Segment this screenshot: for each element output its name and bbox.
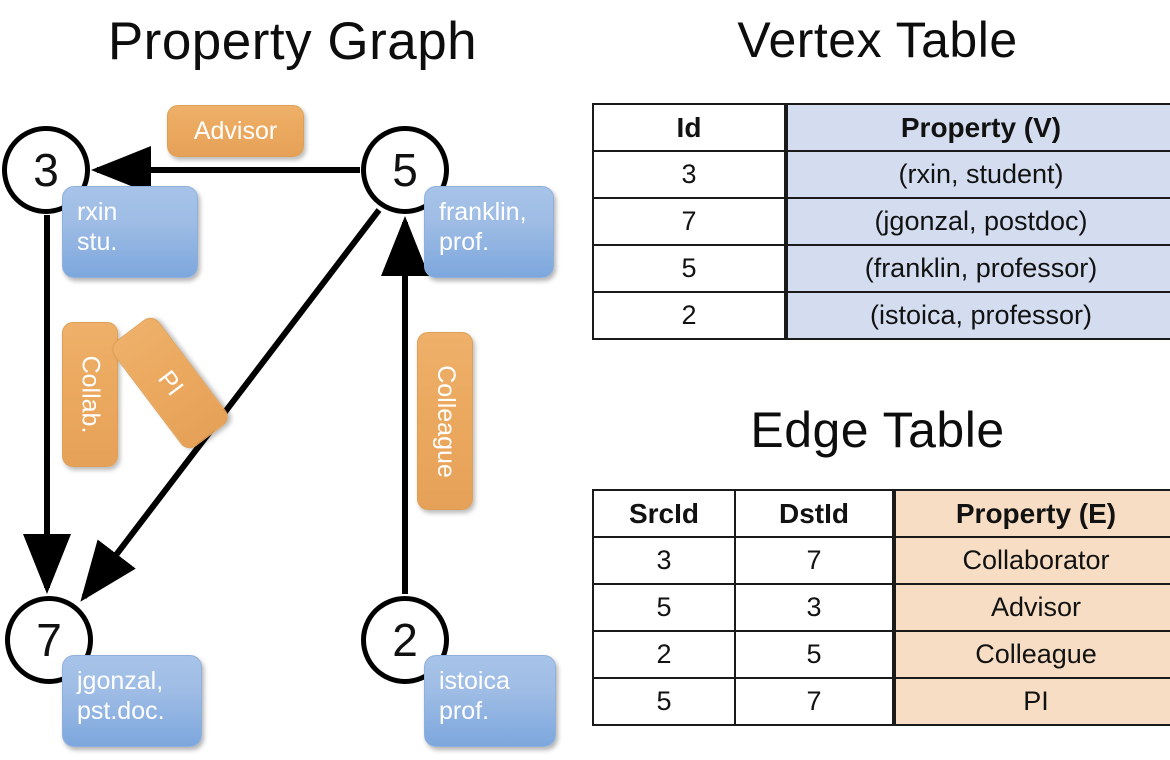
table-row: 7 (jgonzal, postdoc) xyxy=(592,197,1170,246)
node-2-property-box: istoica prof. xyxy=(424,655,556,747)
edge-label-advisor: Advisor xyxy=(167,105,304,157)
edge-table-header-dstid: DstId xyxy=(734,489,895,538)
node-2-id: 2 xyxy=(392,614,418,666)
node-2-property-line1: istoica xyxy=(439,667,510,695)
edge-cell-property: Collaborator xyxy=(892,536,1170,585)
edge-cell-property: Advisor xyxy=(892,583,1170,632)
vertex-cell-id: 7 xyxy=(592,197,787,246)
edge-line-5-to-7 xyxy=(80,208,382,602)
table-row: 2 5 Colleague xyxy=(592,630,1170,679)
node-7-property-line1: jgonzal, xyxy=(77,667,164,695)
node-3-property-line2: stu. xyxy=(77,228,118,256)
node-3-property-line1: rxin xyxy=(77,198,118,226)
edge-label-colleague-text: Colleague xyxy=(431,364,460,478)
vertex-cell-id: 2 xyxy=(592,291,787,340)
edge-cell-dstid: 7 xyxy=(734,536,895,585)
edge-cell-srcid: 5 xyxy=(592,583,736,632)
node-5: 5 xyxy=(361,126,449,214)
table-row: 5 3 Advisor xyxy=(592,583,1170,632)
node-5-property-box: franklin, prof. xyxy=(424,186,554,278)
edge-table-header-row: SrcId DstId Property (E) xyxy=(592,489,1170,538)
vertex-cell-property: (istoica, professor) xyxy=(784,291,1170,340)
vertex-cell-property: (rxin, student) xyxy=(784,150,1170,199)
node-7-property-line2: pst.doc. xyxy=(77,697,165,725)
vertex-cell-id: 3 xyxy=(592,150,787,199)
edge-label-collab: Collab. xyxy=(62,322,118,467)
table-row: 2 (istoica, professor) xyxy=(592,291,1170,340)
edge-cell-property: PI xyxy=(892,677,1170,726)
node-7-id: 7 xyxy=(36,614,62,666)
edge-cell-dstid: 5 xyxy=(734,630,895,679)
edge-cell-dstid: 7 xyxy=(734,677,895,726)
node-5-property-line1: franklin, xyxy=(439,198,527,226)
page-title-vertex-table: Vertex Table xyxy=(737,12,1018,68)
table-row: 3 7 Collaborator xyxy=(592,536,1170,585)
vertex-table-header-id: Id xyxy=(592,103,787,152)
vertex-table-header-row: Id Property (V) xyxy=(592,103,1170,152)
node-2: 2 xyxy=(361,596,449,684)
graph-edge-lines xyxy=(23,146,429,602)
page-title-edge-table: Edge Table xyxy=(750,402,1005,458)
table-row: 5 7 PI xyxy=(592,677,1170,726)
node-5-property-line2: prof. xyxy=(439,228,490,256)
edge-table: SrcId DstId Property (E) 3 7 Collaborato… xyxy=(592,489,1170,726)
edge-cell-dstid: 3 xyxy=(734,583,895,632)
node-2-property-line2: prof. xyxy=(439,697,490,725)
vertex-cell-property: (franklin, professor) xyxy=(784,244,1170,293)
edge-cell-srcid: 3 xyxy=(592,536,736,585)
table-row: 3 (rxin, student) xyxy=(592,150,1170,199)
vertex-table: Id Property (V) 3 (rxin, student) 7 (jgo… xyxy=(592,103,1170,340)
page-title-property-graph: Property Graph xyxy=(107,12,478,71)
vertex-cell-property: (jgonzal, postdoc) xyxy=(784,197,1170,246)
edge-label-advisor-text: Advisor xyxy=(193,116,278,145)
node-7-property-box: jgonzal, pst.doc. xyxy=(62,655,202,747)
edge-cell-srcid: 5 xyxy=(592,677,736,726)
node-3-property-box: rxin stu. xyxy=(62,186,198,278)
property-graph-panel: Property Graph Advisor Collab. PI Collea… xyxy=(2,12,556,747)
table-row: 5 (franklin, professor) xyxy=(592,244,1170,293)
edge-cell-srcid: 2 xyxy=(592,630,736,679)
edge-table-header-srcid: SrcId xyxy=(592,489,736,538)
edge-label-colleague: Colleague xyxy=(417,332,473,510)
vertex-cell-id: 5 xyxy=(592,244,787,293)
node-5-id: 5 xyxy=(392,144,418,196)
vertex-table-header-property: Property (V) xyxy=(784,103,1170,152)
edge-table-header-property: Property (E) xyxy=(892,489,1170,538)
node-3-id: 3 xyxy=(33,144,59,196)
edge-cell-property: Colleague xyxy=(892,630,1170,679)
edge-label-pi-text: PI xyxy=(152,364,189,401)
edge-label-collab-text: Collab. xyxy=(76,355,105,434)
